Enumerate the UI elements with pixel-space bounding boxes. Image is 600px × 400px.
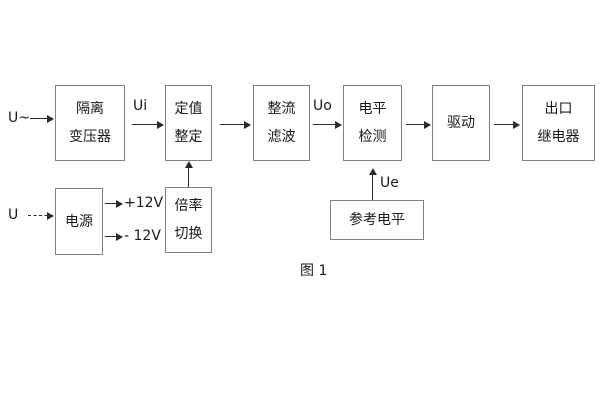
block-reference-level-line-1: 参考电平: [349, 212, 405, 228]
block-setting-value-line-2: 整定: [174, 129, 203, 145]
block-power-supply: 电源: [55, 188, 103, 255]
block-rectify-filter-line-1: 整流: [267, 101, 296, 117]
block-isolation-transformer: 隔离 变压器: [55, 85, 125, 161]
arrow-setting-value-to-rectify-filter: [220, 120, 251, 129]
block-isolation-transformer-line-1: 隔离: [76, 101, 104, 117]
block-setting-value: 定值 整定: [165, 85, 212, 161]
arrow-ratio-switch-to-setting-value: [184, 161, 193, 187]
negative-rail-label: - 12V: [124, 228, 161, 244]
block-output-relay: 出口 继电器: [522, 85, 595, 161]
block-level-detection-line-1: 电平: [358, 101, 387, 117]
arrow-reference-level-to-level-detection: [368, 168, 377, 200]
block-output-relay-line-2: 继电器: [537, 129, 580, 145]
block-reference-level: 参考电平: [330, 200, 424, 240]
block-output-relay-line-1: 出口: [544, 101, 573, 117]
arrow-input-dc-to-power-supply: [28, 211, 54, 220]
block-power-supply-line-1: 电源: [65, 213, 93, 230]
block-drive-line-1: 驱动: [447, 115, 475, 131]
input-ac-label: U~: [8, 110, 30, 126]
block-ratio-switch-line-1: 倍率: [174, 198, 203, 214]
block-setting-value-line-1: 定值: [174, 101, 203, 117]
input-dc-label: U: [8, 207, 19, 223]
arrow-isolation-transformer-to-setting-value: [132, 120, 164, 129]
arrow-rectify-filter-to-level-detection: [313, 120, 342, 129]
signal-ue-label: Ue: [380, 175, 399, 191]
block-ratio-switch-line-2: 切换: [174, 226, 203, 242]
arrow-power-supply-positive-rail: [105, 199, 123, 208]
block-drive: 驱动: [432, 85, 490, 161]
arrow-level-detection-to-drive: [406, 120, 431, 129]
arrow-power-supply-negative-rail: [105, 232, 123, 241]
block-rectify-filter-line-2: 滤波: [267, 129, 296, 145]
arrow-drive-to-output-relay: [494, 120, 520, 129]
figure-caption: 图 1: [300, 263, 328, 279]
block-isolation-transformer-line-2: 变压器: [69, 129, 111, 145]
block-ratio-switch: 倍率 切换: [165, 187, 212, 253]
signal-ui-label: Ui: [133, 98, 148, 114]
block-level-detection: 电平 检测: [343, 85, 402, 161]
arrow-input-ac-to-isolation-transformer: [30, 114, 54, 123]
signal-uo-label: Uo: [313, 98, 332, 114]
block-rectify-filter: 整流 滤波: [253, 85, 310, 161]
positive-rail-label: +12V: [124, 195, 164, 211]
block-level-detection-line-2: 检测: [358, 129, 387, 145]
